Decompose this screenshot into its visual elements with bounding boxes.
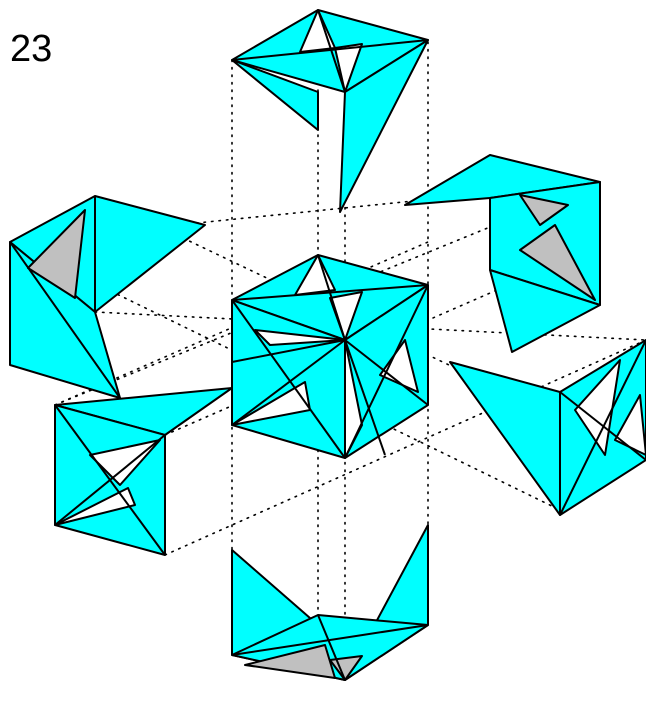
left-piece [10,196,205,398]
front-left-piece [55,388,232,555]
central-cube [232,255,428,458]
right-piece [405,155,600,352]
front-right-piece [450,340,646,515]
top-piece [232,10,428,212]
bottom-piece [232,525,428,680]
